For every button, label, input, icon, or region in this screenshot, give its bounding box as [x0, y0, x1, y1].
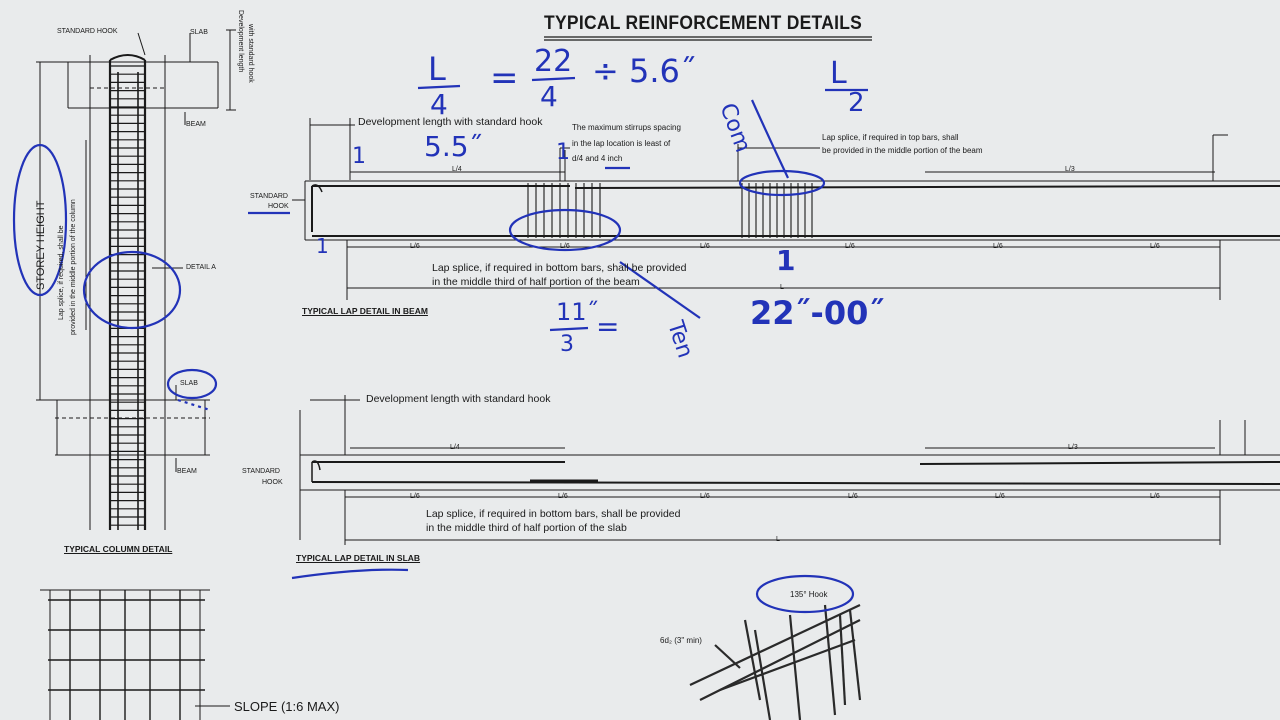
slab-overall-span: L [776, 536, 780, 543]
beam-stirrups-line1: The maximum stirrups spacing [572, 123, 681, 132]
hw-equals-1: = [490, 58, 519, 98]
column-detail-caption: TYPICAL COLUMN DETAIL [64, 544, 173, 554]
hw-equals-2: = [596, 310, 620, 343]
hw-result: ÷ 5.6˝ [592, 52, 696, 90]
slab-bottom-splice-line1: Lap splice, if required in bottom bars, … [426, 508, 681, 520]
hw-22-denominator: 4 [540, 80, 558, 113]
slab-bottom-span-2: L/6 [558, 493, 568, 500]
beam-detail-lines [292, 118, 1280, 300]
slab-detail-caption: TYPICAL LAP DETAIL IN SLAB [296, 553, 421, 563]
slab-bottom-span-3: L/6 [700, 493, 710, 500]
hw-mark-4: 1 [776, 244, 796, 277]
hw-l4-denominator: 4 [430, 88, 448, 121]
hw-l4-numerator: L [428, 50, 446, 88]
column-standard-hook-label: STANDARD HOOK [57, 28, 118, 35]
beam-standard-label: STANDARD [250, 193, 288, 200]
beam-bottom-span-6: L/6 [1150, 243, 1160, 250]
slab-development-length-label: Development length with standard hook [366, 393, 551, 405]
beam-bottom-splice-line2: in the middle third of half portion of t… [432, 276, 640, 288]
slab-bottom-span-5: L/6 [995, 493, 1005, 500]
cage-sketch [689, 604, 862, 720]
column-with-standard-hook-label: with standard hook [247, 24, 254, 83]
column-slab-top-label: SLAB [190, 29, 208, 36]
beam-overall-span: L [780, 284, 784, 291]
column-development-length-label: Development length [237, 10, 244, 73]
beam-development-length-label: Development length with standard hook [358, 116, 543, 128]
hw-22-numerator: 22 [534, 44, 573, 79]
beam-bottom-splice-line1: Lap splice, if required in bottom bars, … [432, 262, 687, 274]
beam-top-left-span: L/4 [452, 166, 462, 173]
beam-bottom-span-5: L/6 [993, 243, 1003, 250]
hw-11-denominator: 3 [560, 332, 574, 357]
hw-l2-numerator: L [830, 56, 847, 91]
slab-bottom-splice-line2: in the middle third of half portion of t… [426, 522, 627, 534]
slab-detail-lines [299, 395, 1280, 545]
page-title: TYPICAL REINFORCEMENT DETAILS [544, 13, 863, 34]
beam-bottom-span-4: L/6 [845, 243, 855, 250]
beam-detail-caption: TYPICAL LAP DETAIL IN BEAM [302, 306, 428, 316]
hw-11-numerator: 11˝ [556, 298, 599, 326]
beam-hook-label: HOOK [268, 203, 289, 210]
beam-stirrups-line3: d/4 and 4 inch [572, 154, 623, 163]
beam-stirrups-line2: in the lap location is least of [572, 139, 671, 148]
pen-marks [12, 76, 868, 614]
title-underline [544, 36, 872, 41]
beam-top-splice-line2: be provided in the middle portion of the… [822, 146, 983, 155]
column-ties [110, 65, 145, 526]
beam-top-right-span: L/3 [1065, 166, 1075, 173]
slab-top-left-span: L/4 [450, 444, 460, 451]
footing-bars [48, 590, 205, 720]
hw-span-value: 22˝-00˝ [750, 294, 885, 332]
slab-bottom-span-4: L/6 [848, 493, 858, 500]
hw-mark-1: 1 [352, 144, 366, 169]
column-lap-splice-line2: provided in the middle portion of the co… [70, 199, 77, 335]
storey-height-label: STOREY HEIGHT [35, 200, 47, 290]
slab-top-right-span: L/3 [1068, 444, 1078, 451]
beam-top-splice-line1: Lap splice, if required in top bars, sha… [822, 133, 959, 142]
cage-6db-label: 6d₂ (3" min) [660, 636, 702, 645]
slab-standard-label: STANDARD [242, 468, 280, 475]
hw-mark-2: 1 [316, 234, 329, 258]
column-slab-bottom-label: SLAB [180, 380, 198, 387]
beam-bottom-span-2: L/6 [560, 243, 570, 250]
footing-slope-label: SLOPE (1:6 MAX) [234, 699, 340, 714]
hw-mark-3: 1 [556, 140, 570, 165]
column-lap-splice-line1: Lap splice, if required, shall be [58, 225, 65, 320]
slab-hook-label: HOOK [262, 479, 283, 486]
column-beam-bottom-label: BEAM [177, 468, 197, 475]
beam-bottom-span-1: L/6 [410, 243, 420, 250]
slab-bottom-span-1: L/6 [410, 493, 420, 500]
column-beam-top-label: BEAM [186, 121, 206, 128]
cage-hook-135-label: 135° Hook [790, 590, 828, 599]
column-detail-lines [36, 29, 236, 720]
hw-dev-value: 5.5˝ [424, 130, 483, 163]
beam-bottom-span-3: L/6 [700, 243, 710, 250]
hw-l2-denominator: 2 [848, 88, 865, 118]
detail-a-label: DETAIL A [186, 264, 216, 271]
slab-bottom-span-6: L/6 [1150, 493, 1160, 500]
